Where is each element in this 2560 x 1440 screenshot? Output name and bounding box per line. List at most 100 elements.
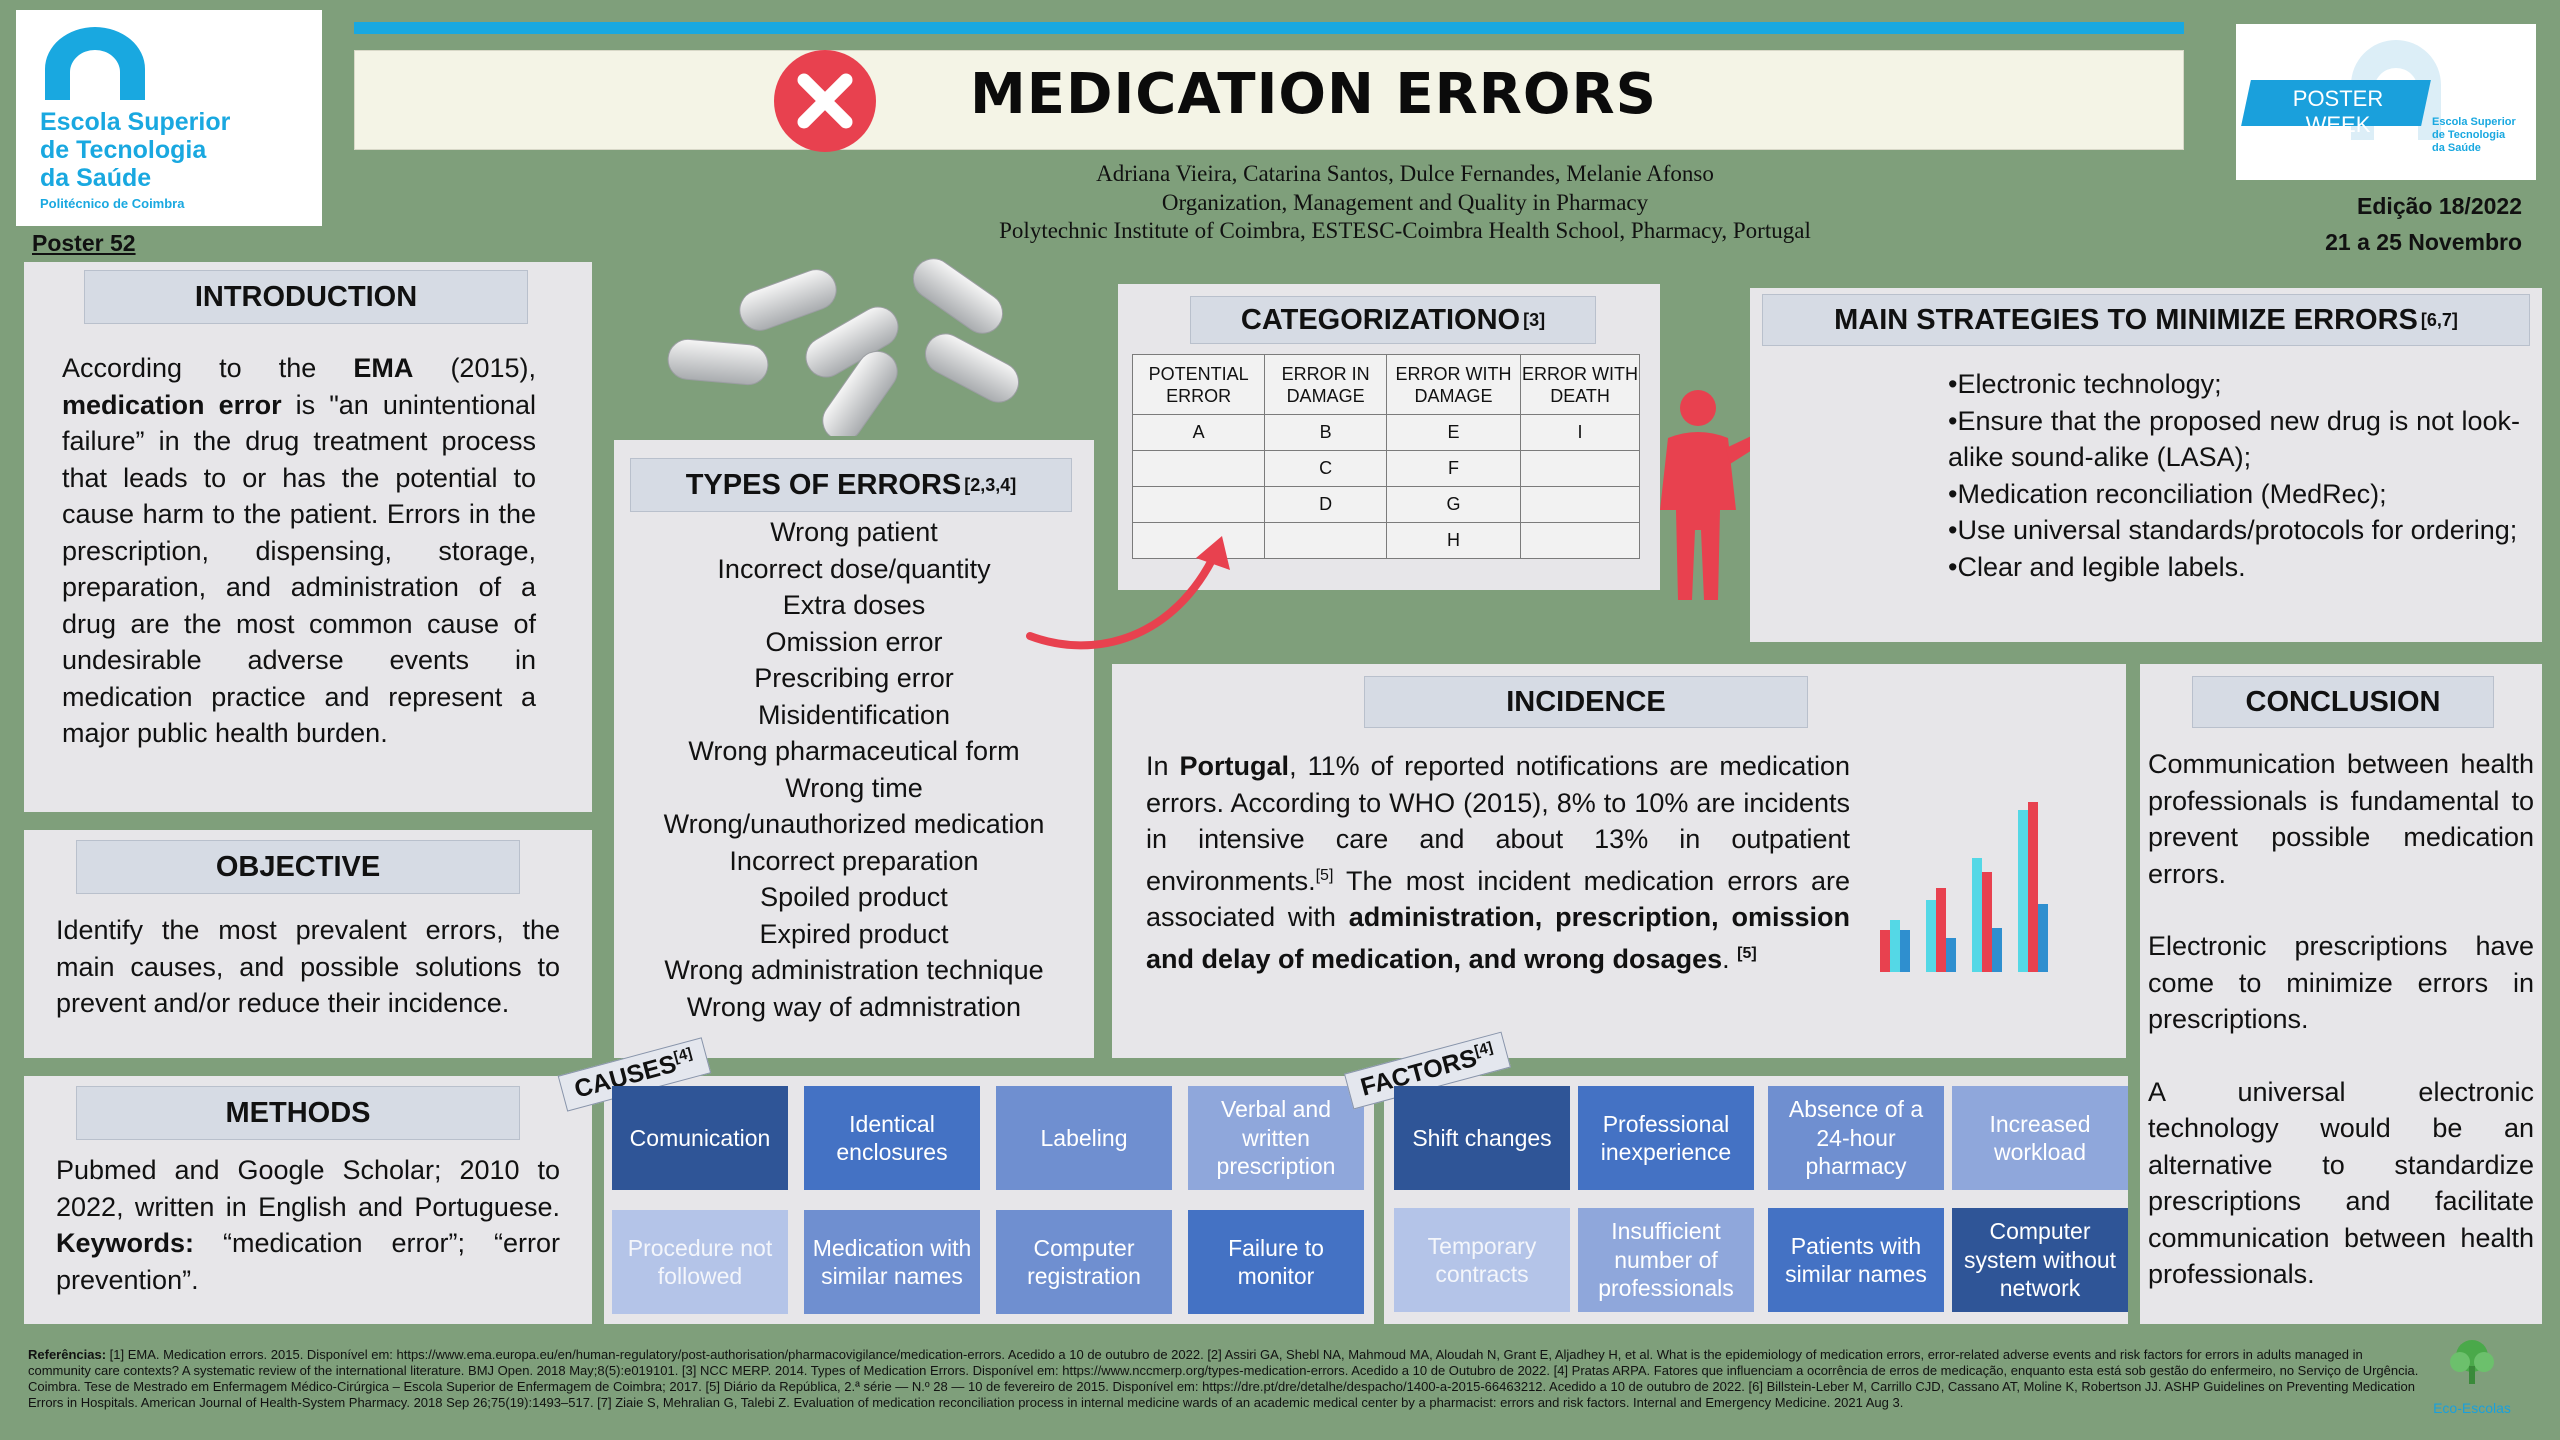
conclusion-title: CONCLUSION [2192, 676, 2494, 728]
introduction-panel [24, 262, 592, 812]
list-item: Prescribing error [754, 663, 954, 693]
categorization-title: CATEGORIZATIONO[3] [1190, 296, 1596, 344]
list-item: •Clear and legible labels. [1948, 551, 2246, 582]
factor-tile: Computer system without network [1952, 1208, 2128, 1312]
cause-tile: Identical enclosures [804, 1086, 980, 1190]
table-cell [1264, 522, 1387, 559]
table-cell [1520, 450, 1640, 487]
list-item: Wrong pharmaceutical form [688, 736, 1020, 766]
authors-block: Adriana Vieira, Catarina Santos, Dulce F… [850, 160, 1960, 246]
table-cell: E [1385, 414, 1522, 451]
incidence-text: In Portugal, 11% of reported notificatio… [1146, 748, 1850, 977]
table-header: ERROR WITH DEATH [1520, 354, 1640, 415]
list-item: •Use universal standards/protocols for o… [1948, 515, 2518, 545]
types-title-text: TYPES OF ERRORS [685, 468, 962, 501]
incidence-text-part: . [1722, 943, 1738, 974]
intro-bold-term: medication error [62, 389, 282, 420]
pills-image [667, 258, 1019, 436]
poster-week-line2: de Tecnologia [2432, 129, 2506, 141]
strategies-panel [1750, 288, 2542, 642]
header-accent-line [354, 22, 2184, 34]
list-item: Wrong time [785, 772, 923, 803]
categorization-title-text: CATEGORIZATIONO [1240, 303, 1521, 336]
bar-chart-illustration [1880, 802, 2048, 972]
list-item: •Electronic technology; [1948, 369, 2222, 399]
list-item: Wrong patient [770, 517, 938, 547]
introduction-text: According to the EMA (2015), medication … [62, 350, 536, 752]
list-item: Omission error [765, 626, 943, 657]
incidence-text-part: The most incident medication errors are … [1146, 865, 1850, 933]
incidence-ref: [5] [1737, 944, 1757, 962]
list-item: Extra doses [782, 590, 926, 620]
error-x-icon [774, 50, 876, 152]
table-row: D G [1131, 486, 1640, 523]
logo-text-line3: da Saúde [40, 164, 152, 192]
table-row: C F [1131, 450, 1640, 487]
methods-title: METHODS [76, 1086, 520, 1140]
incidence-country: Portugal [1179, 751, 1290, 781]
references-label: Referências: [28, 1347, 107, 1362]
poster-week-line1: Escola Superior [2432, 116, 2516, 128]
factor-tile: Temporary contracts [1394, 1208, 1570, 1312]
list-item: Incorrect dose/quantity [717, 553, 991, 584]
incidence-bold: administration, prescription, omission a… [1146, 902, 1850, 974]
incidence-text-part: In [1146, 751, 1180, 781]
incidence-text-part: , 11% of reported notifications are medi… [1146, 751, 1850, 896]
edition-block: Edição 18/2022 21 a 25 Novembro [2260, 188, 2522, 260]
conclusion-paragraph: Electronic prescriptions have come to mi… [2148, 931, 2534, 1034]
conclusion-paragraph: Communication between health professiona… [2148, 749, 2534, 889]
incidence-ref: [5] [1315, 866, 1334, 884]
logo-text-line2: de Tecnologia [40, 136, 207, 164]
poster-week-line3: da Saúde [2432, 142, 2481, 154]
methods-keywords-label: Keywords: [56, 1228, 195, 1258]
incidence-panel [1112, 664, 2126, 1058]
factor-tile: Increased workload [1952, 1086, 2128, 1190]
types-ref: [2,3,4] [964, 474, 1017, 495]
title-banner [354, 50, 2184, 150]
list-item: •Medication reconciliation (MedRec); [1948, 478, 2387, 509]
categorization-ref: [3] [1523, 309, 1546, 330]
intro-text-part: (2015), [413, 353, 536, 383]
list-item: Misidentification [757, 699, 951, 730]
objective-text: Identify the most prevalent errors, the … [56, 915, 560, 1018]
logo-subtitle: Politécnico de Coimbra [40, 196, 185, 211]
arch-icon [45, 27, 145, 100]
conclusion-text: Communication between health professiona… [2148, 746, 2534, 1293]
references: Referências: [1] EMA. Medication errors.… [28, 1347, 2428, 1411]
poster-week-logo: POSTER WEEK Escola Superior de Tecnologi… [2236, 24, 2536, 180]
table-header: POTENTIAL ERROR [1131, 354, 1266, 415]
table-row: H [1131, 522, 1640, 559]
table-row: A B E I [1131, 414, 1640, 451]
incidence-title: INCIDENCE [1364, 676, 1808, 728]
cause-tile: Verbal and written prescription [1188, 1086, 1364, 1190]
objective-title: OBJECTIVE [76, 840, 520, 894]
factor-tile: Patients with similar names [1768, 1208, 1944, 1312]
logo-text-line1: Escola Superior [40, 108, 231, 136]
intro-ema: EMA [353, 353, 414, 383]
table-cell: A [1131, 414, 1266, 451]
list-item: Wrong way of admnistration [686, 991, 1022, 1022]
table-cell: B [1264, 414, 1387, 451]
authors-course: Organization, Management and Quality in … [1161, 189, 1649, 215]
page-title: MEDICATION ERRORS [970, 62, 1657, 127]
cause-tile: Medication with similar names [804, 1210, 980, 1314]
factor-tile: Absence of a 24-hour pharmacy [1768, 1086, 1944, 1190]
intro-text-part: According to the [62, 353, 354, 383]
list-item: Wrong administration technique [664, 955, 1044, 985]
types-title: TYPES OF ERRORS[2,3,4] [630, 458, 1072, 512]
table-header-row: POTENTIAL ERROR ERROR IN DAMAGE ERROR WI… [1131, 354, 1640, 415]
methods-text: Pubmed and Google Scholar; 2010 to 2022,… [56, 1152, 560, 1298]
eco-tree-icon [2450, 1340, 2494, 1384]
list-item: Expired product [759, 918, 949, 949]
eco-escolas-label: Eco-Escolas [2433, 1400, 2511, 1416]
types-list: Wrong patient Incorrect dose/quantity Ex… [614, 514, 1094, 1025]
curved-arrow-icon [1026, 536, 1230, 650]
table-cell [1131, 450, 1266, 487]
methods-keywords: “medication error”; “error prevention”. [56, 1228, 560, 1295]
table-cell [1131, 486, 1266, 523]
intro-text-part: is "an unintentional failure” in the dru… [62, 389, 536, 749]
table-header: ERROR WITH DAMAGE [1385, 354, 1522, 415]
table-cell: I [1520, 414, 1640, 451]
conclusion-paragraph: A universal electronic technology would … [2148, 1076, 2534, 1290]
strategies-list: •Electronic technology; •Ensure that the… [1948, 366, 2520, 585]
